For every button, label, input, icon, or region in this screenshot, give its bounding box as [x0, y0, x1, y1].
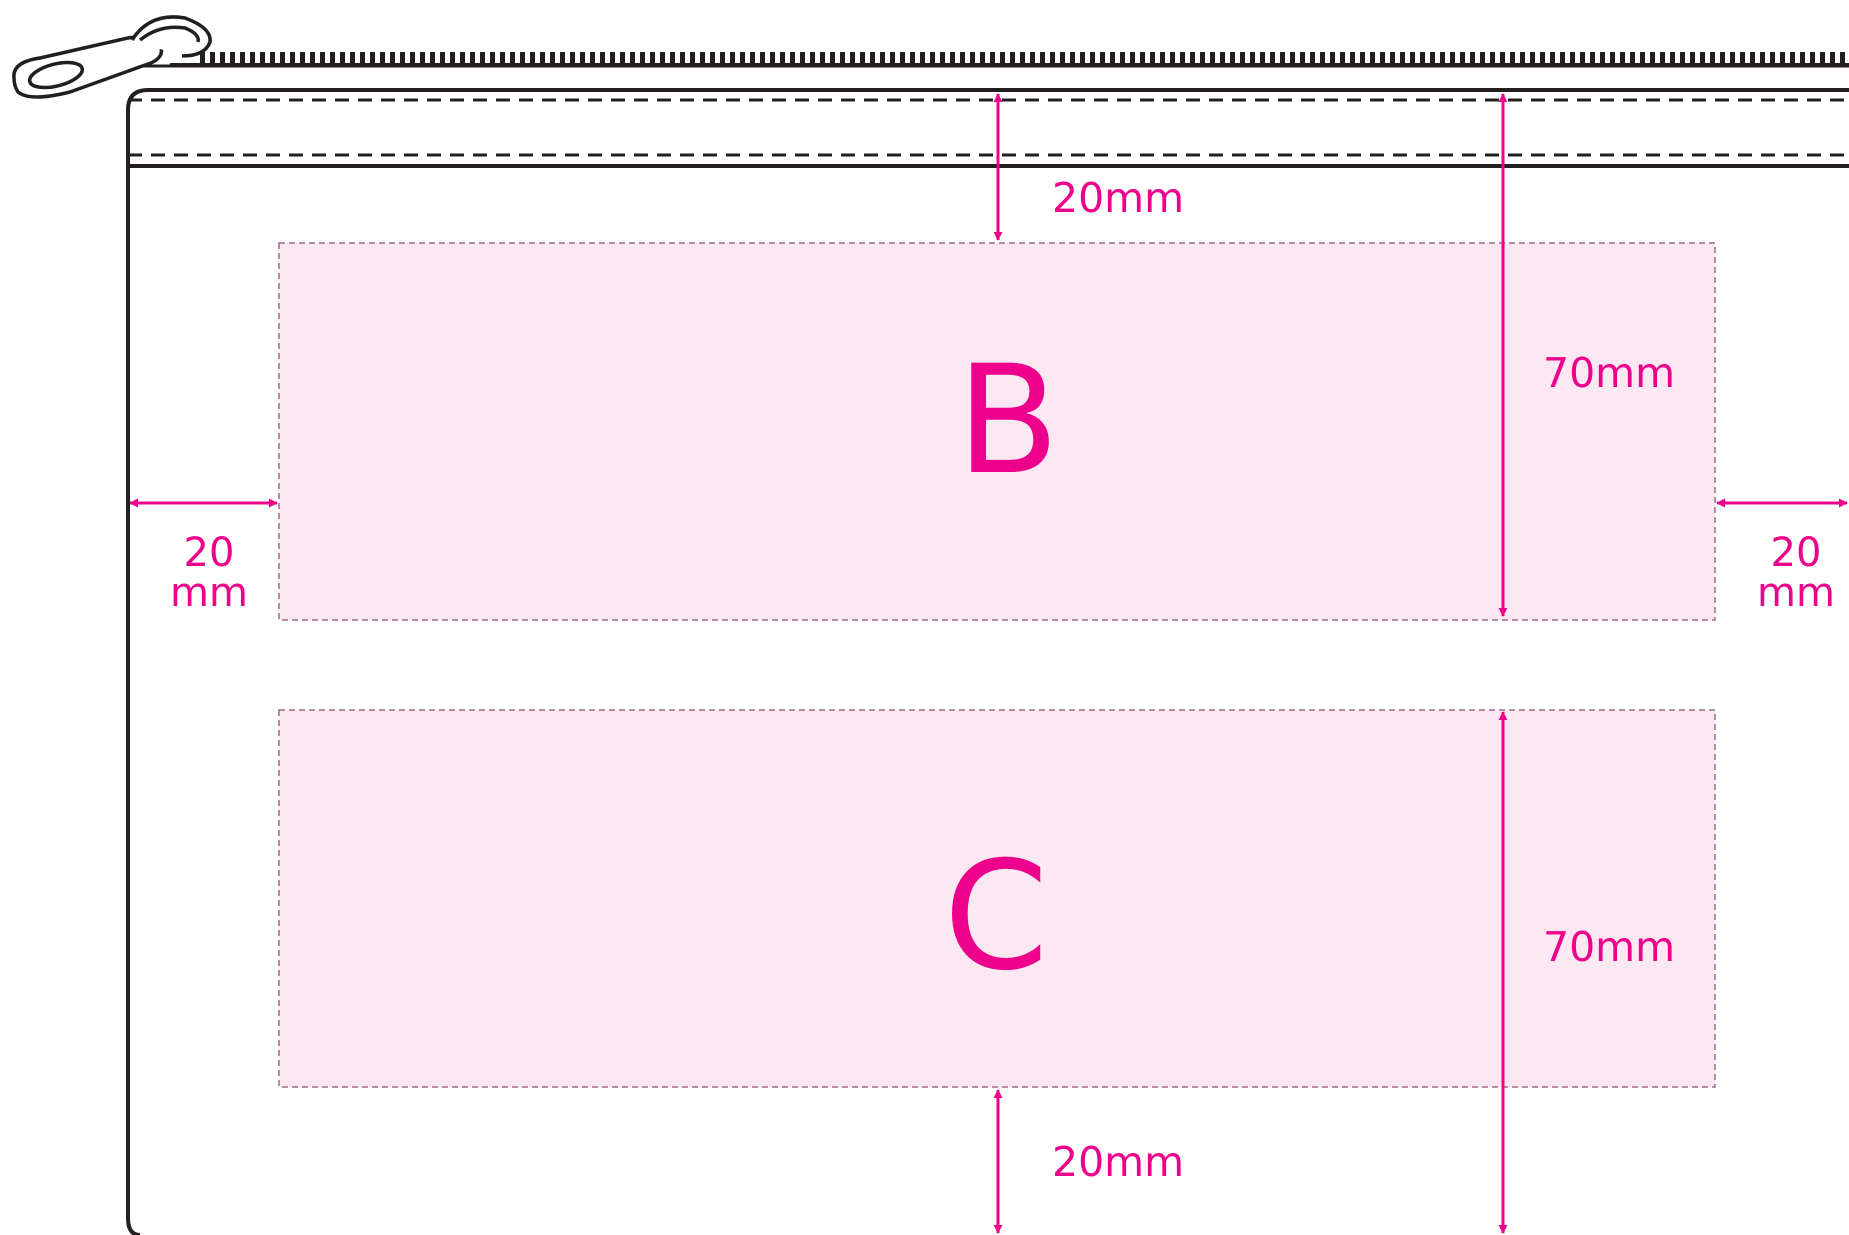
zone-c-label: C — [943, 830, 1049, 1004]
left-margin-value: 20 — [183, 530, 235, 576]
bottom-margin-label: 20mm — [1052, 1138, 1185, 1186]
right-margin-unit: mm — [1757, 570, 1835, 616]
print-zone-c — [278, 709, 1716, 1088]
zipper-teeth — [200, 52, 1849, 64]
b-height-label: 70mm — [1543, 349, 1676, 397]
right-margin-label: 20 mm — [1757, 533, 1835, 613]
c-height-label: 70mm — [1543, 923, 1676, 971]
left-margin-label: 20 mm — [170, 533, 248, 613]
print-zone-b — [278, 242, 1716, 621]
zone-b-label: B — [956, 334, 1060, 508]
right-margin-value: 20 — [1770, 530, 1822, 576]
left-margin-unit: mm — [170, 570, 248, 616]
zipper-pull-icon — [12, 15, 212, 99]
top-margin-label: 20mm — [1052, 174, 1185, 222]
pouch-outline — [126, 64, 1849, 1235]
